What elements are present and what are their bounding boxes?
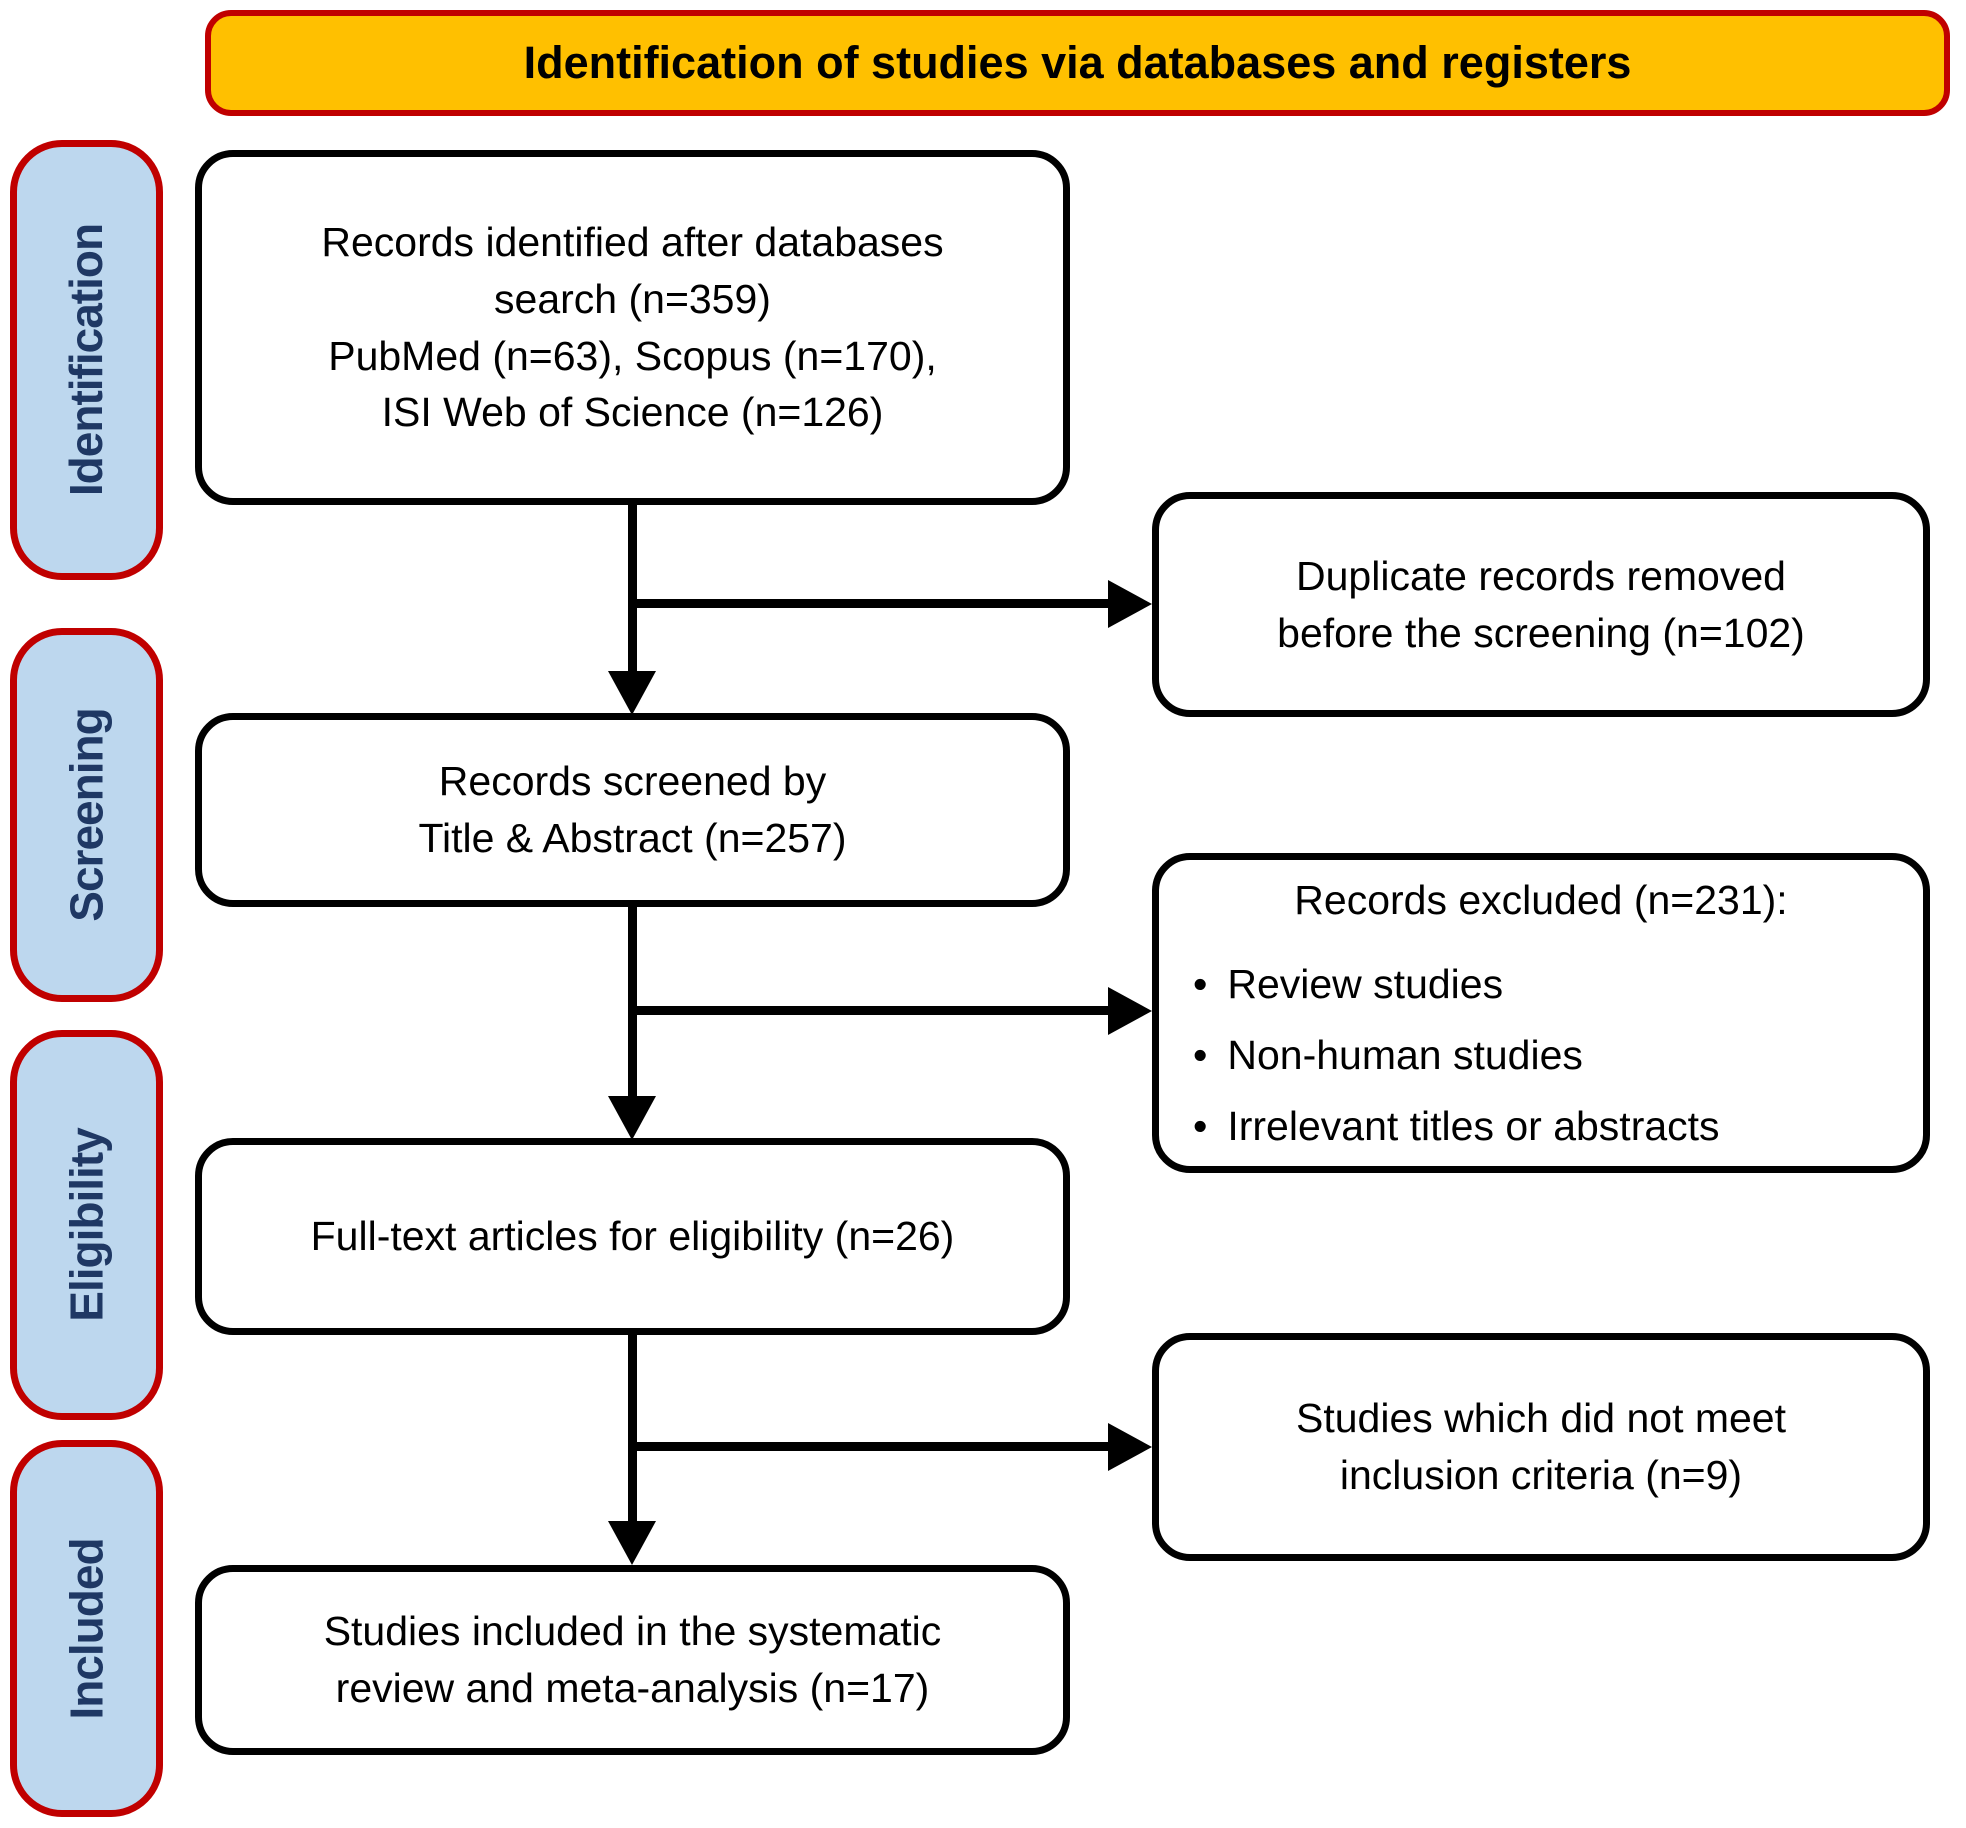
stage-identification: Identification [10, 140, 163, 580]
stage-eligibility-label: Eligibility [60, 1128, 113, 1322]
arrow-line-identified-to-screened [628, 505, 637, 671]
arrow-line-fulltext-to-included [628, 1335, 637, 1523]
arrow-line-screened-to-fulltext [628, 907, 637, 1096]
box-not-meeting-criteria-line: Studies which did not meet [1296, 1395, 1786, 1442]
excluded-bullet-item: • Non-human studies [1187, 1027, 1895, 1084]
excluded-bullet-text: Irrelevant titles or abstracts [1227, 1102, 1720, 1149]
arrow-head-to-not-meeting-criteria [1108, 1423, 1152, 1471]
box-records-excluded-title: Records excluded (n=231): [1294, 876, 1788, 923]
box-duplicates-removed: Duplicate records removed before the scr… [1152, 492, 1930, 717]
box-studies-included-line: review and meta-analysis (n=17) [335, 1665, 930, 1711]
arrow-line-to-records-excluded [630, 1006, 1108, 1015]
arrow-line-to-duplicates-removed [630, 599, 1108, 608]
stage-screening: Screening [10, 628, 163, 1002]
arrow-head-to-records-excluded [1108, 987, 1152, 1035]
box-records-excluded: Records excluded (n=231): • Review studi… [1152, 853, 1930, 1173]
box-fulltext-eligibility-line: Full-text articles for eligibility (n=26… [310, 1213, 955, 1260]
box-records-screened-line: Records screened by [438, 758, 827, 805]
box-records-identified-line: PubMed (n=63), Scopus (n=170), [328, 332, 937, 379]
excluded-bullet-item: • Irrelevant titles or abstracts [1187, 1098, 1895, 1155]
box-fulltext-eligibility: Full-text articles for eligibility (n=26… [195, 1138, 1070, 1335]
box-records-identified-line: Records identified after databases [321, 219, 944, 266]
stage-included: Included [10, 1440, 163, 1817]
box-records-identified: Records identified after databases searc… [195, 150, 1070, 505]
stage-included-label: Included [60, 1537, 113, 1720]
box-duplicates-removed-line: Duplicate records removed [1296, 552, 1786, 599]
box-records-screened-line: Title & Abstract (n=257) [418, 815, 847, 861]
stage-screening-label: Screening [60, 708, 113, 922]
box-duplicates-removed-line: before the screening (n=102) [1277, 609, 1805, 656]
excluded-bullet-text: Review studies [1227, 961, 1504, 1008]
box-records-identified-line: search (n=359) [494, 275, 771, 322]
box-records-screened: Records screened by Title & Abstract (n=… [195, 713, 1070, 907]
excluded-bullet-text: Non-human studies [1227, 1032, 1583, 1078]
stage-eligibility: Eligibility [10, 1030, 163, 1420]
diagram-title: Identification of studies via databases … [523, 37, 1632, 88]
box-studies-included-line: Studies included in the systematic [323, 1608, 942, 1655]
stage-identification-label: Identification [60, 223, 113, 497]
header-banner: Identification of studies via databases … [205, 10, 1950, 116]
excluded-bullet-item: • Review studies [1187, 956, 1895, 1013]
bullet-icon: • [1193, 1102, 1208, 1149]
arrow-head-identified-to-screened [608, 671, 656, 715]
box-not-meeting-criteria: Studies which did not meet inclusion cri… [1152, 1333, 1930, 1561]
bullet-icon: • [1193, 1032, 1208, 1078]
arrow-line-to-not-meeting-criteria [630, 1442, 1108, 1451]
arrow-head-to-duplicates-removed [1108, 580, 1152, 628]
bullet-icon: • [1193, 961, 1208, 1008]
arrow-head-screened-to-fulltext [608, 1096, 656, 1140]
arrow-head-fulltext-to-included [608, 1521, 656, 1565]
box-studies-included: Studies included in the systematic revie… [195, 1565, 1070, 1755]
box-records-identified-line: ISI Web of Science (n=126) [381, 389, 884, 436]
box-not-meeting-criteria-line: inclusion criteria (n=9) [1339, 1452, 1743, 1498]
